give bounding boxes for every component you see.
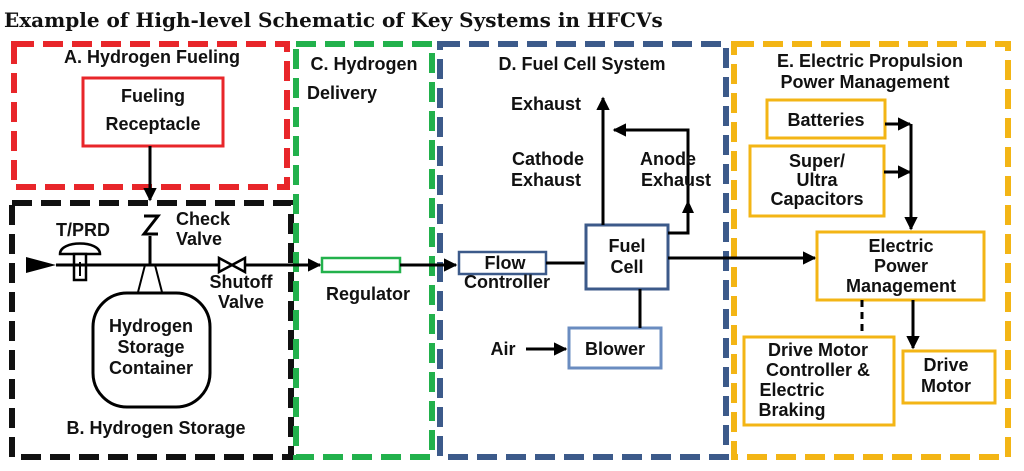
capacitors-label-line1: Super/ bbox=[789, 151, 845, 171]
air-label: Air bbox=[490, 339, 515, 359]
cathode-exhaust-label-line2: Exhaust bbox=[511, 170, 581, 190]
section-title-electric-propulsion-line2: Power Management bbox=[780, 72, 949, 92]
diagram-title: Example of High-level Schematic of Key S… bbox=[4, 8, 663, 32]
exhaust-label: Exhaust bbox=[511, 94, 581, 114]
batteries-label: Batteries bbox=[787, 110, 864, 130]
drive-motor-controller-box bbox=[742, 335, 896, 427]
capacitors-box bbox=[748, 144, 886, 218]
anode-exhaust-label-line1: Anode bbox=[640, 149, 696, 169]
storage-container-label-line3: Container bbox=[109, 358, 193, 378]
power-management-label-line1: Electric bbox=[868, 236, 933, 256]
drive-motor-controller-label-line1: Drive Motor bbox=[768, 340, 868, 360]
cathode-exhaust-label-line1: Cathode bbox=[512, 149, 584, 169]
shutoff-valve-label-line2: Valve bbox=[218, 292, 264, 312]
flow-controller-label-line2: Controller bbox=[464, 272, 550, 292]
fueling-receptacle-label-line2: Receptacle bbox=[105, 114, 200, 134]
regulator-label: Regulator bbox=[326, 284, 410, 304]
section-title-hydrogen-delivery-line1: C. Hydrogen bbox=[310, 54, 417, 74]
fuel-cell-label-line1: Fuel bbox=[608, 236, 645, 256]
section-frame-hydrogen-storage bbox=[9, 200, 294, 460]
drive-motor-controller-label-line4: Braking bbox=[758, 400, 825, 420]
capacitors-label-line2: Ultra bbox=[796, 170, 838, 190]
shutoff-valve-label-line1: Shutoff bbox=[210, 272, 274, 292]
storage-container-label-line1: Hydrogen bbox=[109, 316, 193, 336]
tprd-symbol bbox=[58, 242, 102, 256]
section-title-electric-propulsion-line1: E. Electric Propulsion bbox=[777, 51, 963, 71]
blower-label: Blower bbox=[585, 339, 645, 359]
section-frame-electric-propulsion bbox=[731, 41, 1011, 460]
anode-recirculation-loop bbox=[612, 123, 690, 235]
hydrogen-storage-container bbox=[91, 291, 212, 409]
flow-controller-label-line1: Flow bbox=[485, 253, 527, 273]
drive-motor-controller-label-line2: Controller & bbox=[766, 360, 870, 380]
section-title-hydrogen-fueling: A. Hydrogen Fueling bbox=[64, 47, 240, 67]
anode-exhaust-up-arrowhead bbox=[682, 200, 694, 213]
check-valve-symbol bbox=[140, 214, 162, 236]
fuel-cell-label-line2: Cell bbox=[610, 257, 643, 277]
section-title-hydrogen-storage: B. Hydrogen Storage bbox=[66, 418, 245, 438]
drive-motor-box bbox=[901, 349, 997, 405]
section-frame-hydrogen-delivery bbox=[293, 41, 435, 460]
section-title-fuel-cell-system: D. Fuel Cell System bbox=[498, 54, 665, 74]
section-title-hydrogen-delivery-line2: Delivery bbox=[307, 83, 377, 103]
fuel-cell-box bbox=[584, 223, 670, 291]
drive-motor-label-line1: Drive bbox=[923, 355, 968, 375]
power-management-label-line2: Power bbox=[874, 256, 928, 276]
storage-container-label-line2: Storage bbox=[117, 337, 184, 357]
blower-box bbox=[567, 326, 663, 370]
regulator-symbol bbox=[320, 256, 402, 274]
drive-motor-controller-label-line3: Electric bbox=[759, 380, 824, 400]
check-valve-label-line1: Check bbox=[176, 209, 231, 229]
check-valve-label-line2: Valve bbox=[176, 229, 222, 249]
tprd-label: T/PRD bbox=[56, 220, 110, 240]
power-management-box bbox=[815, 230, 986, 302]
inlet-arrow-icon bbox=[26, 257, 56, 273]
power-management-label-line3: Management bbox=[846, 276, 956, 296]
tank-neck-lines bbox=[136, 264, 164, 297]
anode-exhaust-label-line2: Exhaust bbox=[641, 170, 711, 190]
capacitors-label-line3: Capacitors bbox=[770, 189, 863, 209]
fueling-receptacle-box bbox=[81, 76, 225, 148]
shutoff-valve-icon bbox=[217, 255, 247, 275]
batteries-box bbox=[765, 98, 887, 140]
drive-motor-label-line2: Motor bbox=[921, 376, 971, 396]
section-frame-fuel-cell-system bbox=[437, 41, 729, 460]
fueling-receptacle-label-line1: Fueling bbox=[121, 86, 185, 106]
